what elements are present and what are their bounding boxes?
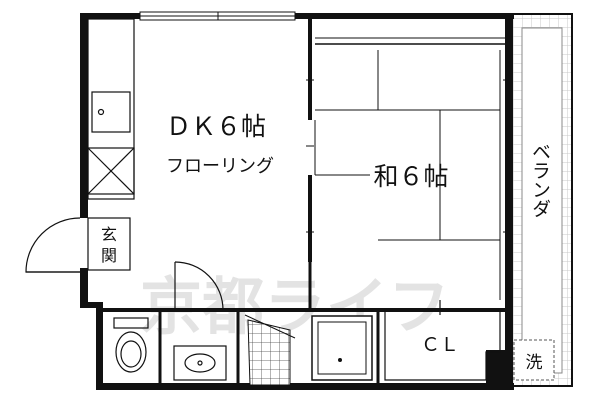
dk-floor-label: フローリング	[166, 156, 274, 177]
genkan-label-1: 玄	[101, 225, 117, 244]
top-windows	[139, 11, 296, 21]
genkan-label-2: 関	[101, 246, 117, 265]
veranda-label: ベランダ	[529, 142, 551, 218]
wash-basin	[173, 345, 227, 381]
exterior-walls	[80, 13, 514, 390]
closet-area	[384, 300, 501, 381]
kitchen-counter	[87, 18, 135, 200]
washer-label: 洗	[526, 353, 543, 373]
stove-unit	[87, 147, 135, 195]
bathroom	[244, 314, 373, 386]
dk-room-label: ＤＫ６帖	[166, 112, 266, 141]
genkan-area	[25, 217, 131, 273]
dk-door	[174, 261, 224, 311]
watermark: 京都ライフ	[140, 270, 450, 343]
washitsu-room-label: 和６帖	[373, 162, 448, 191]
toilet	[113, 317, 149, 373]
closet-label: ＣＬ	[421, 334, 459, 356]
veranda	[509, 13, 573, 387]
sink	[91, 91, 131, 133]
bathtub	[311, 315, 373, 381]
washitsu-tatami	[306, 50, 509, 300]
washer-space	[513, 339, 555, 381]
